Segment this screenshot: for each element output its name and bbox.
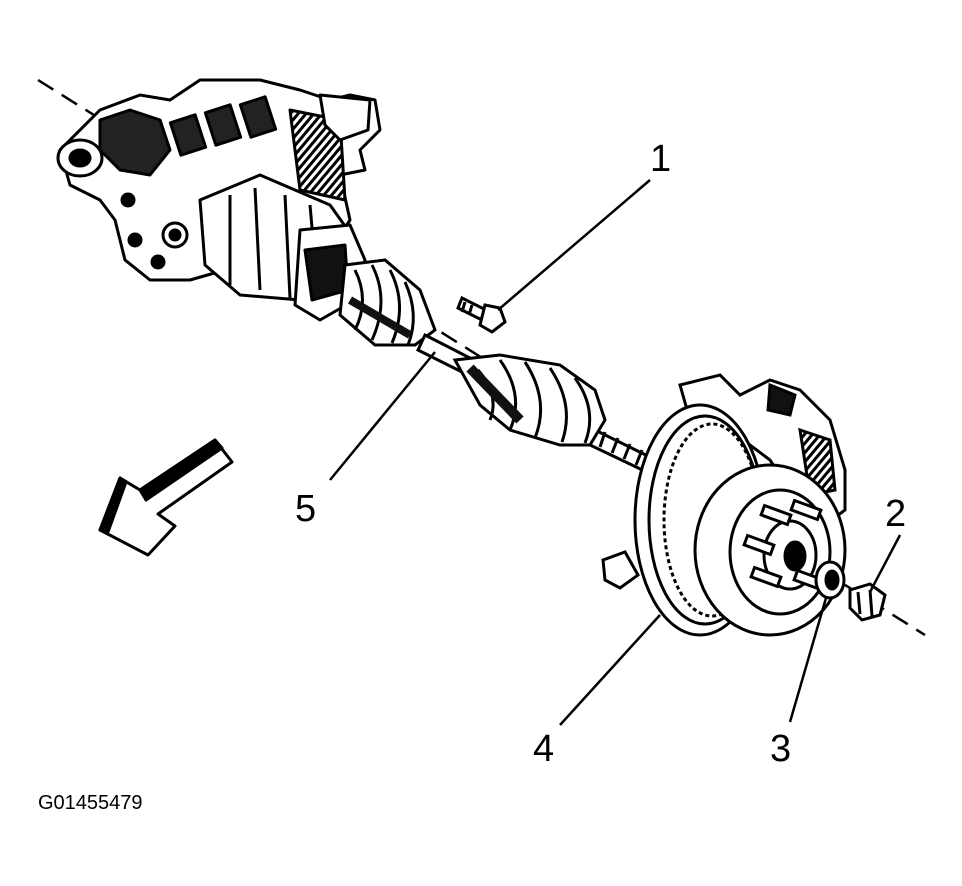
nut bbox=[848, 582, 887, 622]
bolt bbox=[456, 295, 507, 334]
callout-1: 1 bbox=[650, 138, 672, 180]
leader-3 bbox=[788, 597, 828, 723]
leader-4 bbox=[559, 614, 661, 726]
hub-rotor-assembly bbox=[601, 373, 847, 637]
outer-cv-boot bbox=[452, 353, 607, 447]
inner-cv-boot bbox=[338, 258, 437, 347]
callout-3: 3 bbox=[770, 728, 792, 770]
leader-lines bbox=[329, 179, 902, 726]
washer bbox=[814, 560, 846, 600]
callout-2: 2 bbox=[885, 493, 907, 535]
leader-5 bbox=[329, 351, 436, 481]
callout-4: 4 bbox=[533, 728, 555, 770]
front-direction-arrow-icon bbox=[98, 438, 234, 557]
callout-5: 5 bbox=[295, 488, 317, 530]
leader-2 bbox=[868, 534, 902, 593]
figure-id-label: G01455479 bbox=[38, 792, 143, 814]
leader-1 bbox=[497, 179, 651, 311]
